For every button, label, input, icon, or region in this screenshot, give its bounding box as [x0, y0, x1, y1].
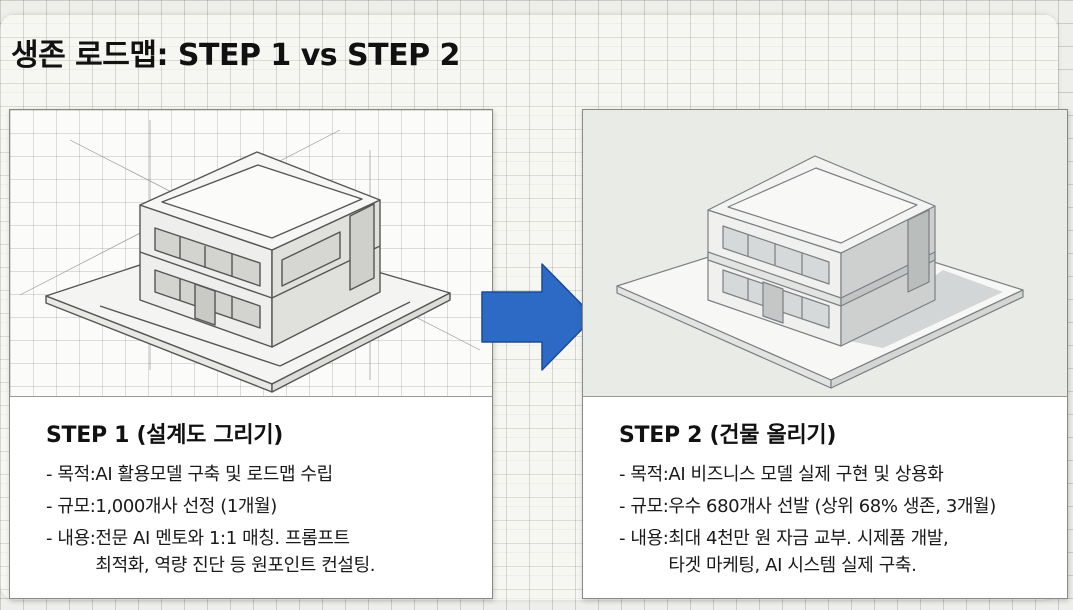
item-label: - 규모:: [46, 496, 96, 517]
step-1-item-scale: - 규모: 1,000개사 선정 (1개월): [46, 493, 492, 520]
step-2-item-content: - 내용: 최대 4천만 원 자금 교부. 시제품 개발, 타겟 마케팅, AI…: [619, 525, 1067, 579]
step-2-card: STEP 2 (건물 올리기) - 목적: AI 비즈니스 모델 실제 구현 및…: [582, 109, 1068, 599]
item-text: 최대 4천만 원 자금 교부. 시제품 개발, 타겟 마케팅, AI 시스템 실…: [668, 528, 949, 576]
item-text: 전문 AI 멘토와 1:1 매칭. 프롬프트 최적화, 역량 진단 등 원포인트…: [95, 528, 376, 576]
step-2-items: - 목적: AI 비즈니스 모델 실제 구현 및 상용화 - 규모: 우수 68…: [619, 461, 1067, 579]
step-1-illustration: [10, 110, 492, 397]
item-text: 우수 680개사 선발 (상위 68% 생존, 3개월): [668, 496, 996, 517]
step-2-body: STEP 2 (건물 올리기) - 목적: AI 비즈니스 모델 실제 구현 및…: [583, 397, 1067, 598]
right-arrow-icon: [481, 263, 595, 371]
step-1-body: STEP 1 (설계도 그리기) - 목적: AI 활용모델 구축 및 로드맵 …: [10, 397, 492, 598]
step-2-illustration: [583, 110, 1067, 397]
step-2-item-scale: - 규모: 우수 680개사 선발 (상위 68% 생존, 3개월): [619, 493, 1067, 520]
step-1-items: - 목적: AI 활용모델 구축 및 로드맵 수립 - 규모: 1,000개사 …: [46, 461, 492, 579]
building-rendered-drawing: [616, 155, 1024, 389]
item-label: - 내용:: [46, 528, 96, 549]
building-sketch-drawing: [19, 120, 481, 393]
item-label: - 목적:: [619, 464, 669, 485]
step-1-title: STEP 1 (설계도 그리기): [46, 423, 284, 448]
item-label: - 규모:: [619, 496, 669, 517]
step-2-item-purpose: - 목적: AI 비즈니스 모델 실제 구현 및 상용화: [619, 461, 1067, 488]
step-1-item-purpose: - 목적: AI 활용모델 구축 및 로드맵 수립: [46, 461, 492, 488]
item-text: AI 활용모델 구축 및 로드맵 수립: [95, 464, 333, 485]
step-1-card: STEP 1 (설계도 그리기) - 목적: AI 활용모델 구축 및 로드맵 …: [9, 109, 493, 599]
item-text: AI 비즈니스 모델 실제 구현 및 상용화: [668, 464, 944, 485]
item-text: 1,000개사 선정 (1개월): [95, 496, 277, 517]
step-1-item-content: - 내용: 전문 AI 멘토와 1:1 매칭. 프롬프트 최적화, 역량 진단 …: [46, 525, 492, 579]
item-label: - 내용:: [619, 528, 669, 549]
page-title: 생존 로드맵: STEP 1 vs STEP 2: [11, 38, 460, 73]
item-label: - 목적:: [46, 464, 96, 485]
step-2-title: STEP 2 (건물 올리기): [619, 423, 837, 448]
